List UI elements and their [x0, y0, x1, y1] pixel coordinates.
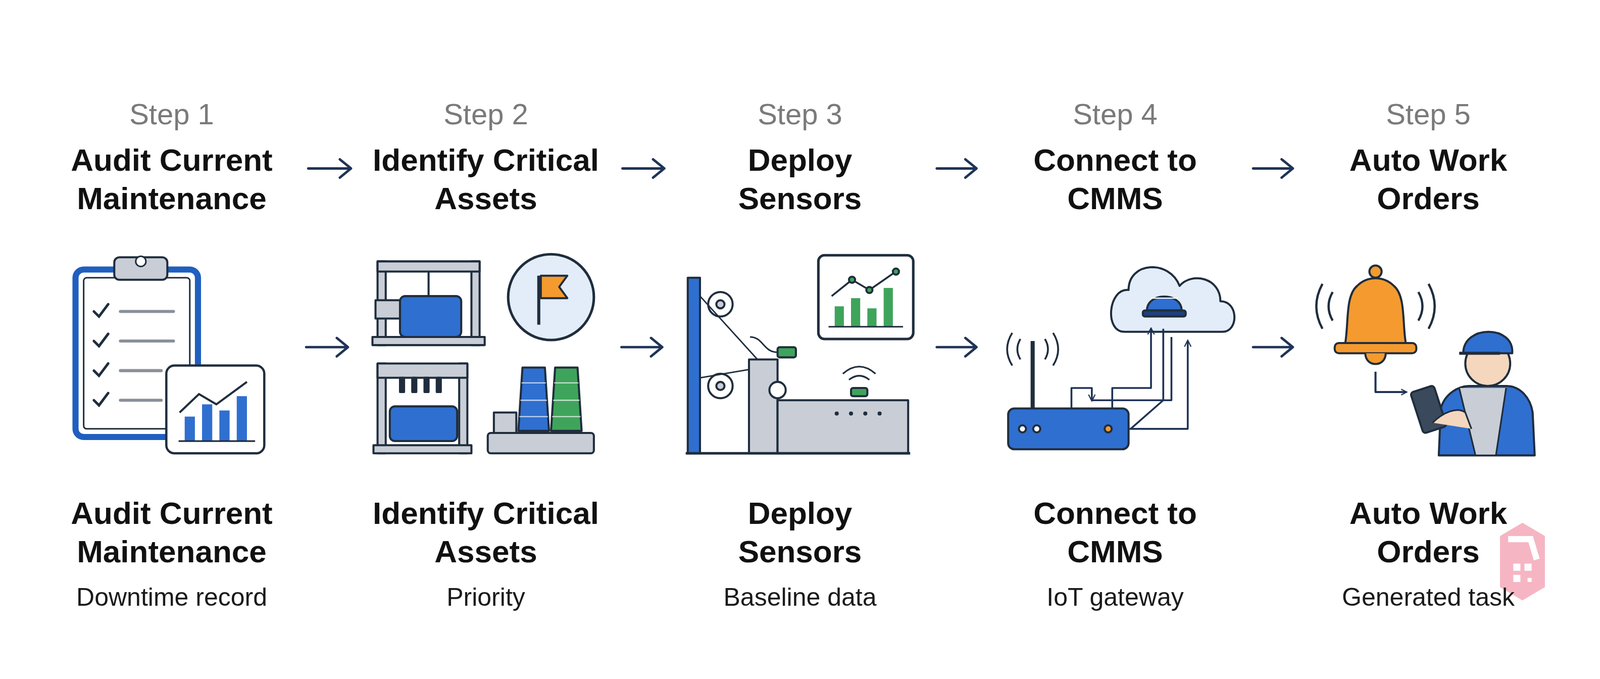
step-heading: Auto Work Orders [1322, 493, 1535, 571]
gateway-cloud-icon [1007, 267, 1235, 449]
clipboard-icon [75, 256, 265, 454]
step-number: Step 5 [1276, 96, 1580, 132]
step-number: Step 4 [963, 96, 1267, 132]
step-number: Step 2 [334, 96, 638, 132]
sensor-machine-icon [685, 255, 914, 454]
step-title: Deploy Sensors [704, 140, 896, 218]
step-heading: Deploy Sensors [704, 493, 896, 571]
step-heading: Identify Critical Assets [344, 493, 628, 571]
step-heading: Audit Current Maintenance [45, 493, 298, 571]
bell-technician-icon [1316, 265, 1535, 456]
step-number: Step 3 [648, 96, 952, 132]
step-heading: Connect to CMMS [1009, 493, 1222, 571]
step-caption: Generated task [1276, 581, 1580, 613]
step-title: Identify Critical Assets [344, 140, 628, 218]
step-caption: Priority [334, 581, 638, 613]
step-title: Auto Work Orders [1322, 140, 1535, 218]
step-caption: Baseline data [648, 581, 952, 613]
step-caption: Downtime record [20, 581, 324, 613]
loom-icons [372, 254, 594, 454]
step-title: Audit Current Maintenance [45, 140, 298, 218]
step-caption: IoT gateway [963, 581, 1267, 613]
step-title: Connect to CMMS [1009, 140, 1222, 218]
step-number: Step 1 [20, 96, 324, 132]
